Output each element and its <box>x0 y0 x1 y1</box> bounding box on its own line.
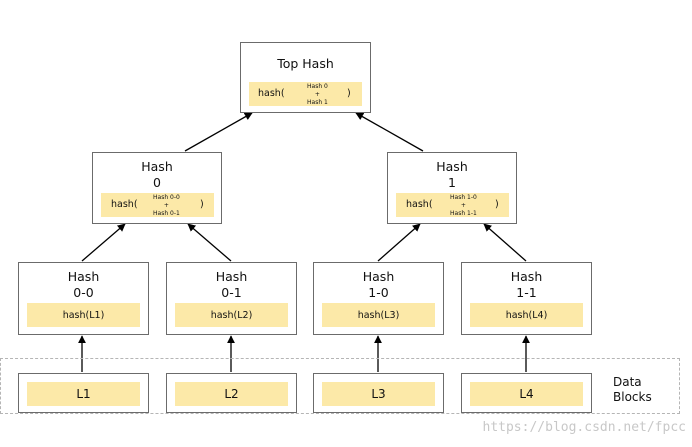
hash-0-arg-plus: + <box>163 202 169 209</box>
top-hash-formula: hash( Hash 0 + Hash 1 ) <box>249 82 362 106</box>
data-block-l1: L1 <box>18 373 149 413</box>
hash-1-title-line2: 1 <box>448 175 456 190</box>
top-hash-close: ) <box>347 88 351 99</box>
hash-1-0-content: hash(L3) <box>322 303 435 327</box>
arrow-hash1-to-top <box>355 112 424 152</box>
data-block-l3: L3 <box>313 373 444 413</box>
arrow-hash11-to-hash1 <box>483 223 527 262</box>
hash-1-args: Hash 1-0 + Hash 1-1 <box>450 194 477 218</box>
hash-0-0-title-line2: 0-0 <box>73 285 94 300</box>
data-block-l1-label: L1 <box>27 382 140 406</box>
data-block-l2-label: L2 <box>175 382 288 406</box>
hash-0-fn: hash( <box>111 199 138 210</box>
hash-1-formula: hash( Hash 1-0 + Hash 1-1 ) <box>396 193 509 217</box>
top-hash-arg-1: Hash 0 <box>307 83 328 90</box>
hash-0-0-node: Hash 0-0 hash(L1) <box>18 262 149 335</box>
hash-1-1-title-line2: 1-1 <box>516 285 537 300</box>
hash-1-1-content: hash(L4) <box>470 303 583 327</box>
hash-0-0-content: hash(L1) <box>27 303 140 327</box>
hash-1-arg-1: Hash 1-0 <box>450 194 477 201</box>
hash-1-title-line1: Hash <box>436 159 468 174</box>
hash-0-1-content: hash(L2) <box>175 303 288 327</box>
hash-0-0-title-line1: Hash <box>67 269 100 284</box>
hash-0-args: Hash 0-0 + Hash 0-1 <box>153 194 180 218</box>
hash-1-arg-2: Hash 1-1 <box>450 210 477 217</box>
hash-1-fn: hash( <box>406 199 433 210</box>
hash-0-1-node: Hash 0-1 hash(L2) <box>166 262 297 335</box>
hash-0-1-title-line1: Hash <box>215 269 248 284</box>
arrow-hash01-to-hash0 <box>187 223 232 262</box>
hash-1-arg-plus: + <box>460 202 466 209</box>
hash-1-0-title-line1: Hash <box>362 269 395 284</box>
watermark: https://blog.csdn.net/fpcc <box>482 420 687 435</box>
data-block-l2: L2 <box>166 373 297 413</box>
top-hash-node: Top Hash hash( Hash 0 + Hash 1 ) <box>240 42 371 113</box>
hash-0-arg-2: Hash 0-1 <box>153 210 180 217</box>
hash-0-1-title-line2: 0-1 <box>221 285 242 300</box>
data-blocks-label: Data Blocks <box>613 375 652 404</box>
hash-0-title-line2: 0 <box>153 175 161 190</box>
hash-0-arg-1: Hash 0-0 <box>153 194 180 201</box>
hash-1-0-title-line2: 1-0 <box>368 285 389 300</box>
top-hash-fn: hash( <box>258 88 285 99</box>
hash-1-1-node: Hash 1-1 hash(L4) <box>461 262 592 335</box>
top-hash-title: Top Hash <box>277 56 334 71</box>
hash-0-title-line1: Hash <box>141 159 173 174</box>
data-block-l4: L4 <box>461 373 592 413</box>
hash-0-formula: hash( Hash 0-0 + Hash 0-1 ) <box>101 193 214 217</box>
arrow-hash10-to-hash1 <box>377 223 421 262</box>
hash-1-1-title-line1: Hash <box>510 269 543 284</box>
hash-1-close: ) <box>495 199 499 210</box>
top-hash-arg-plus: + <box>314 91 320 98</box>
hash-0-close: ) <box>200 199 204 210</box>
data-block-l3-label: L3 <box>322 382 435 406</box>
arrow-hash0-to-top <box>184 112 253 152</box>
arrow-hash00-to-hash0 <box>81 223 126 262</box>
hash-0-node: Hash 0 hash( Hash 0-0 + Hash 0-1 ) <box>92 152 222 224</box>
data-block-l4-label: L4 <box>470 382 583 406</box>
hash-1-0-node: Hash 1-0 hash(L3) <box>313 262 444 335</box>
top-hash-arg-2: Hash 1 <box>307 99 328 106</box>
hash-1-node: Hash 1 hash( Hash 1-0 + Hash 1-1 ) <box>387 152 517 224</box>
top-hash-args: Hash 0 + Hash 1 <box>307 83 328 107</box>
data-blocks-region <box>0 358 680 414</box>
